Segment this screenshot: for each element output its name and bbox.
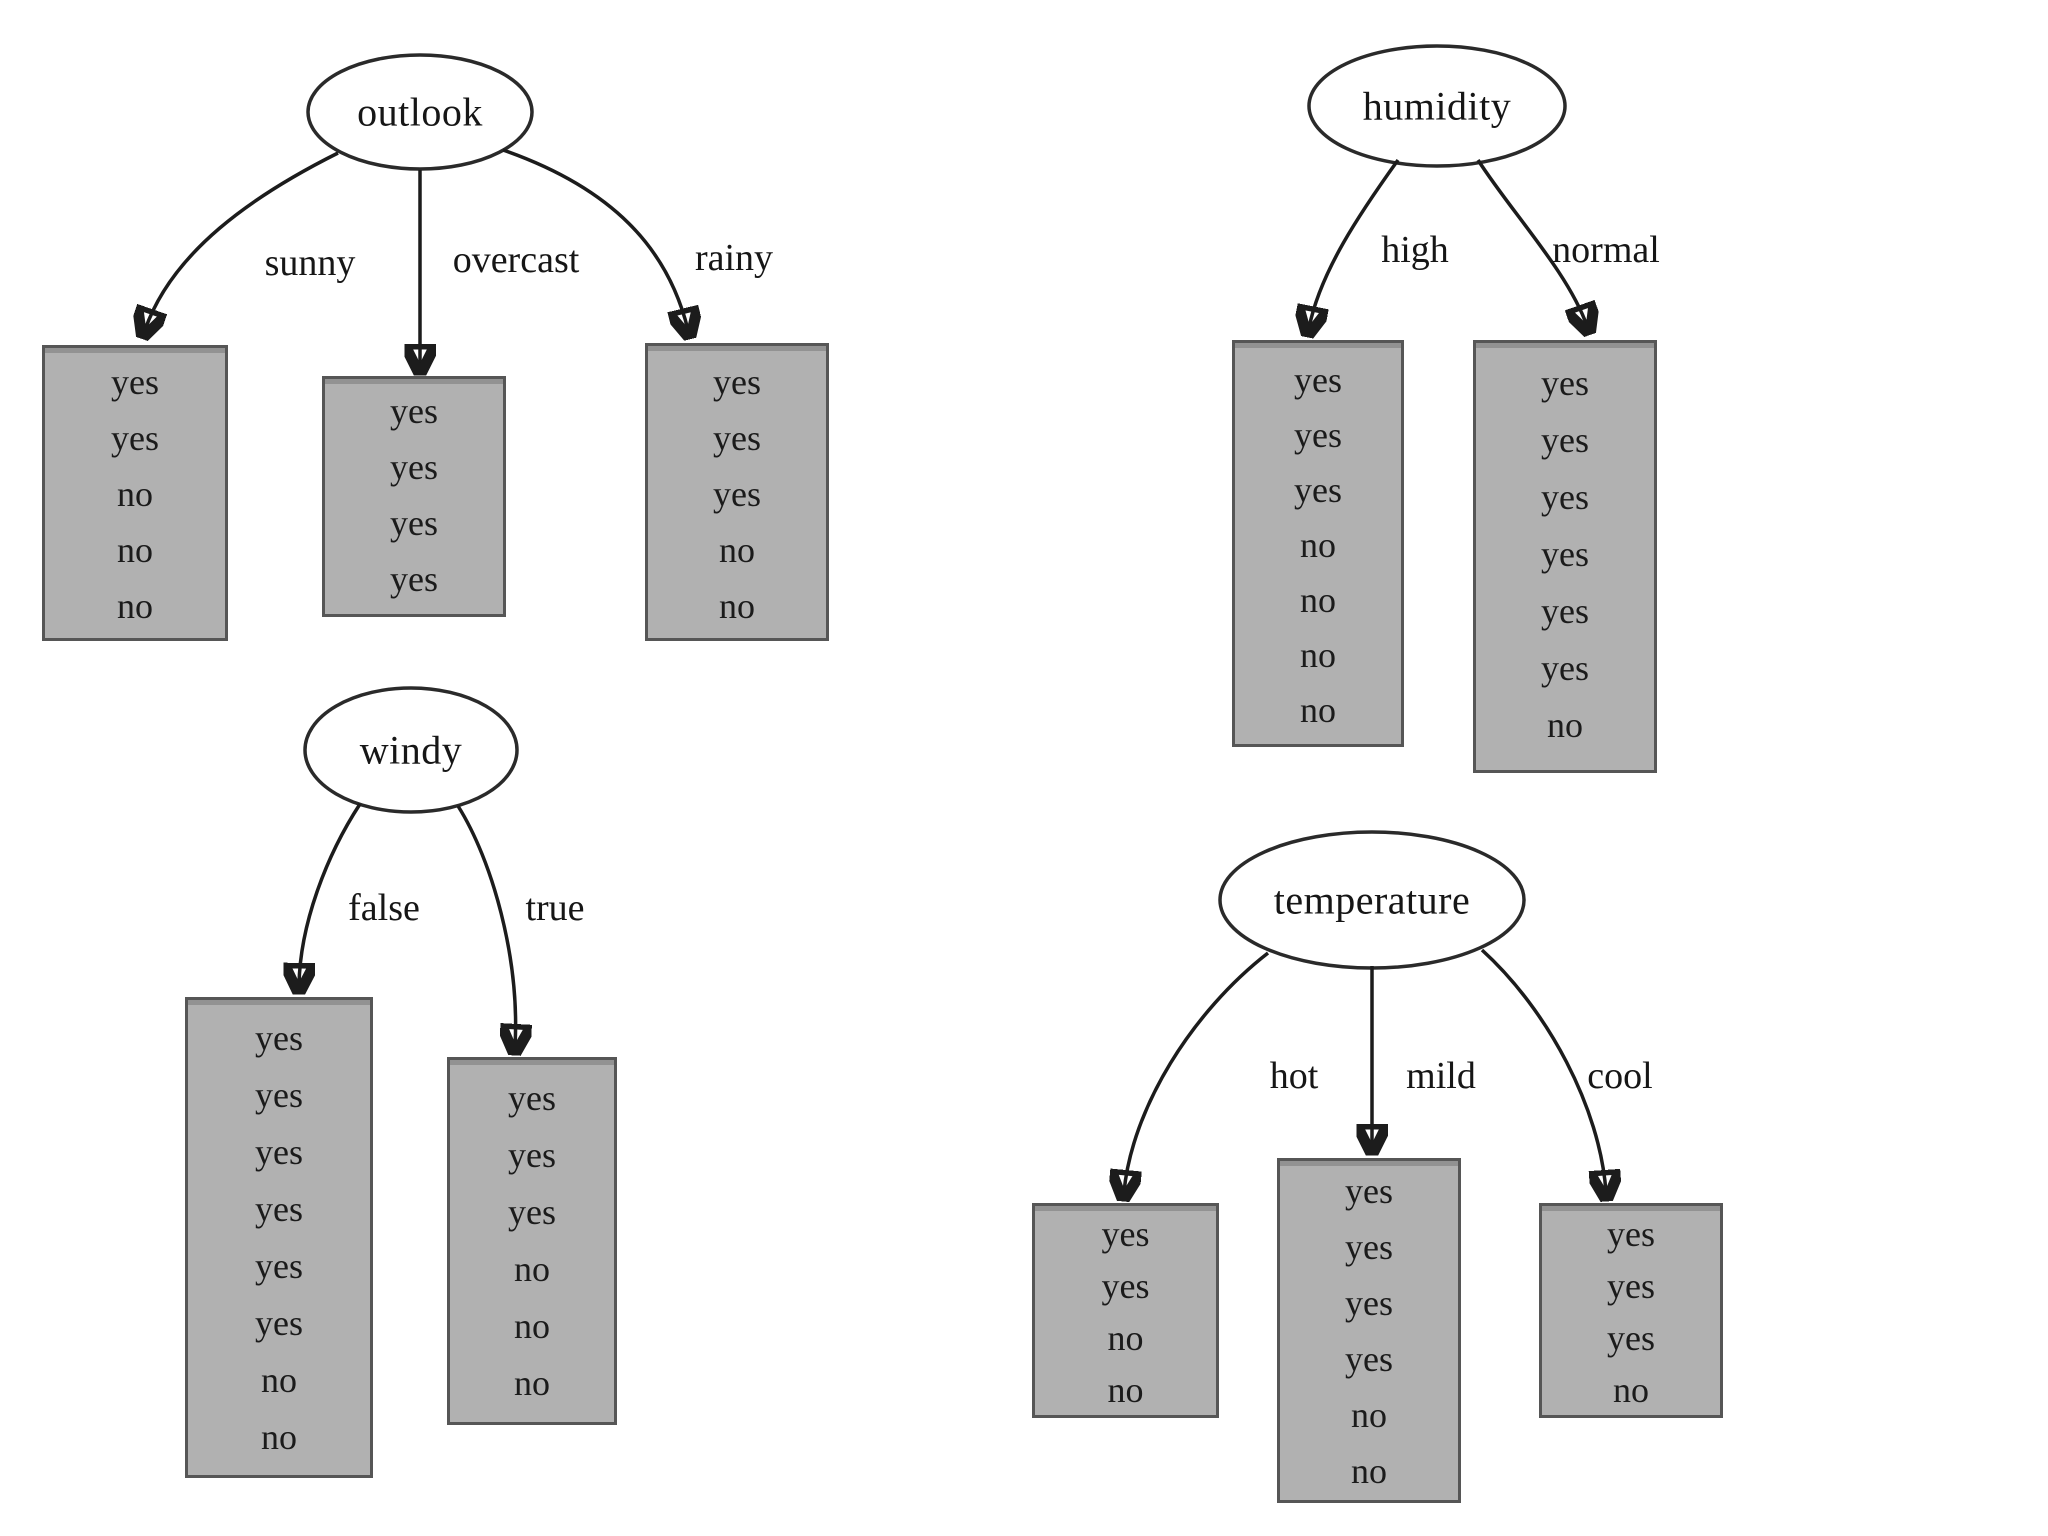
leaf-value: no — [719, 586, 755, 626]
leaf-value: no — [1300, 635, 1336, 675]
leaf-value: no — [1300, 580, 1336, 620]
leaf-temperature-mild: yes yes yes yes no no — [1277, 1158, 1461, 1503]
leaf-outlook-rainy: yes yes yes no no — [645, 343, 829, 641]
leaf-value: no — [1107, 1370, 1144, 1410]
leaf-value: yes — [1541, 420, 1589, 460]
leaf-outlook-sunny: yes yes no no no — [42, 345, 228, 641]
leaf-value: yes — [713, 474, 761, 514]
leaf-value: yes — [1541, 648, 1589, 688]
leaf-value: yes — [1607, 1214, 1655, 1254]
leaf-value: yes — [1607, 1318, 1655, 1358]
leaf-value: no — [117, 530, 153, 570]
leaf-value: yes — [111, 362, 159, 402]
leaf-value: no — [1547, 705, 1583, 745]
leaf-windy-true: yes yes yes no no no — [447, 1057, 617, 1425]
leaf-value: yes — [255, 1246, 303, 1286]
leaf-value: yes — [508, 1078, 556, 1118]
leaf-value: no — [1300, 525, 1336, 565]
leaf-temperature-hot: yes yes no no — [1032, 1203, 1219, 1418]
leaf-value: yes — [1101, 1266, 1150, 1306]
leaf-value: yes — [508, 1135, 556, 1175]
leaf-value: yes — [1345, 1171, 1393, 1211]
leaf-value: yes — [255, 1018, 303, 1058]
leaf-value: no — [1351, 1395, 1387, 1435]
leaf-temperature-cool: yes yes yes no — [1539, 1203, 1723, 1418]
leaf-value: yes — [390, 391, 438, 431]
leaf-outlook-overcast: yes yes yes yes — [322, 376, 506, 617]
leaf-value: no — [1351, 1451, 1387, 1491]
branch-label-hot: hot — [1269, 1055, 1319, 1097]
branch-label-overcast: overcast — [452, 239, 580, 281]
branch-label-false: false — [348, 887, 420, 929]
leaf-value: yes — [1294, 415, 1342, 455]
edge-windy-true — [456, 805, 516, 1046]
temperature-node-label: temperature — [1273, 877, 1471, 923]
leaf-value: yes — [713, 418, 761, 458]
leaf-value: no — [261, 1360, 297, 1400]
leaf-value: no — [117, 474, 153, 514]
branch-label-cool: cool — [1587, 1055, 1653, 1097]
leaf-value: no — [1300, 690, 1336, 730]
leaf-value: yes — [390, 559, 438, 599]
leaf-value: no — [1107, 1318, 1144, 1358]
humidity-node-label: humidity — [1362, 83, 1512, 129]
windy-node-label: windy — [359, 727, 463, 773]
leaf-value: yes — [390, 447, 438, 487]
leaf-value: yes — [713, 362, 761, 402]
leaf-value: yes — [1607, 1266, 1655, 1306]
leaf-value: yes — [1101, 1214, 1150, 1254]
outlook-node-label: outlook — [357, 89, 483, 135]
branch-label-sunny: sunny — [264, 242, 356, 284]
leaf-value: yes — [1294, 470, 1342, 510]
leaf-value: yes — [1345, 1227, 1393, 1267]
leaf-windy-false: yes yes yes yes yes yes no no — [185, 997, 373, 1478]
edge-temperature-hot — [1124, 951, 1270, 1192]
leaf-value: no — [514, 1249, 550, 1289]
leaf-value: no — [261, 1417, 297, 1457]
leaf-value: yes — [1541, 534, 1589, 574]
leaf-value: no — [117, 586, 153, 626]
leaf-value: yes — [1541, 363, 1589, 403]
leaf-value: yes — [111, 418, 159, 458]
leaf-value: yes — [255, 1075, 303, 1115]
branch-label-mild: mild — [1406, 1055, 1476, 1097]
leaf-humidity-high: yes yes yes no no no no — [1232, 340, 1404, 747]
leaf-value: yes — [1541, 477, 1589, 517]
leaf-value: no — [1613, 1370, 1649, 1410]
leaf-value: yes — [1541, 591, 1589, 631]
branch-label-high: high — [1381, 229, 1449, 271]
leaf-value: yes — [255, 1303, 303, 1343]
branch-label-normal: normal — [1552, 229, 1660, 271]
branch-label-true: true — [525, 887, 585, 929]
leaf-humidity-normal: yes yes yes yes yes yes no — [1473, 340, 1657, 773]
leaf-value: yes — [1345, 1339, 1393, 1379]
leaf-value: no — [719, 530, 755, 570]
branch-label-rainy: rainy — [694, 237, 774, 279]
leaf-value: yes — [255, 1132, 303, 1172]
leaf-value: yes — [390, 503, 438, 543]
leaf-value: no — [514, 1306, 550, 1346]
leaf-value: yes — [255, 1189, 303, 1229]
leaf-value: yes — [508, 1192, 556, 1232]
leaf-value: no — [514, 1363, 550, 1403]
leaf-value: yes — [1345, 1283, 1393, 1323]
leaf-value: yes — [1294, 360, 1342, 400]
